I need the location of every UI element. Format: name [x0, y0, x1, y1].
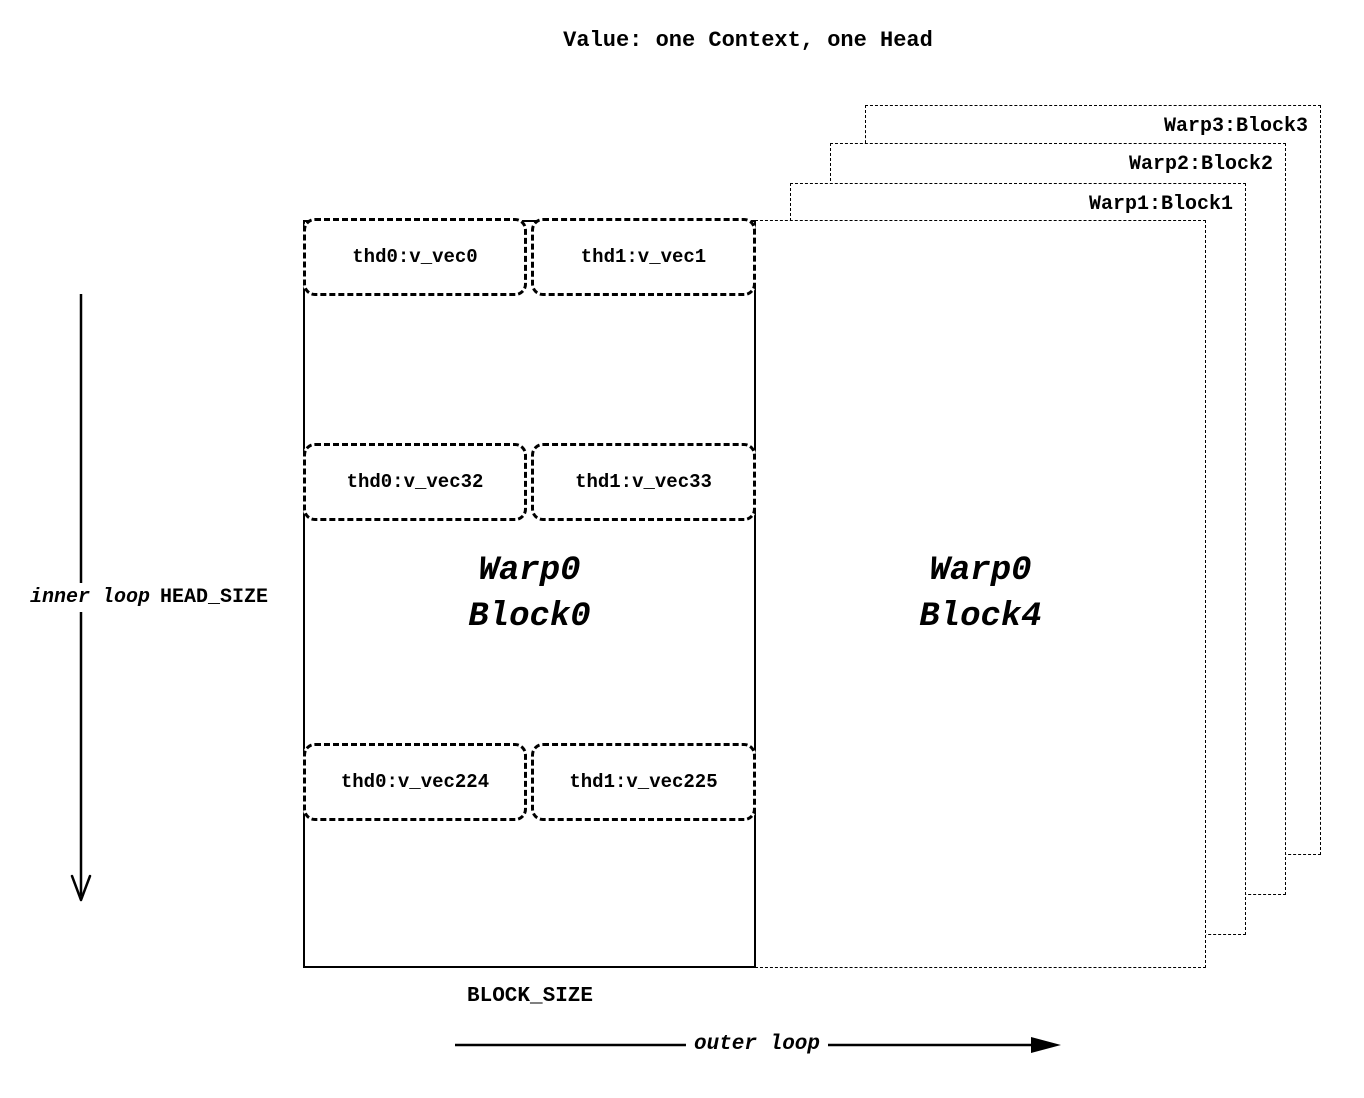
warp0-block0-box: Warp0 Block0 — [303, 220, 756, 968]
warp0-block4-box: Warp0 Block4 — [755, 220, 1206, 968]
vec-box-thd1-v-vec33: thd1:v_vec33 — [531, 443, 756, 521]
warp0-block4-label: Warp0 Block4 — [756, 221, 1205, 967]
vec-box-thd1-v-vec225: thd1:v_vec225 — [531, 743, 756, 821]
warp3-block3-label: Warp3:Block3 — [1163, 115, 1308, 138]
warp2-block2-label: Warp2:Block2 — [1128, 153, 1273, 176]
warp0-block0-label-line2: Block0 — [468, 598, 591, 636]
vec-box-thd0-v-vec224: thd0:v_vec224 — [303, 743, 527, 821]
warp0-block4-label-line1: Warp0 — [929, 552, 1032, 590]
diagram-title: Value: one Context, one Head — [563, 28, 933, 53]
block-size-label: BLOCK_SIZE — [466, 985, 594, 1008]
vec-box-thd1-v-vec1: thd1:v_vec1 — [531, 218, 756, 296]
head-size-label: HEAD_SIZE — [160, 586, 269, 609]
outer-loop-label: outer loop — [685, 1031, 829, 1058]
vec-box-thd0-v-vec32: thd0:v_vec32 — [303, 443, 527, 521]
warp1-block1-label: Warp1:Block1 — [1088, 193, 1233, 216]
vec-box-thd0-v-vec0: thd0:v_vec0 — [303, 218, 527, 296]
inner-loop-head-size-label: inner loop HEAD_SIZE — [24, 583, 275, 612]
warp0-block0-label: Warp0 Block0 — [305, 222, 754, 966]
warp0-block0-label-line1: Warp0 — [478, 552, 581, 590]
warp0-block4-label-line2: Block4 — [919, 598, 1042, 636]
inner-loop-label: inner loop — [30, 586, 151, 609]
